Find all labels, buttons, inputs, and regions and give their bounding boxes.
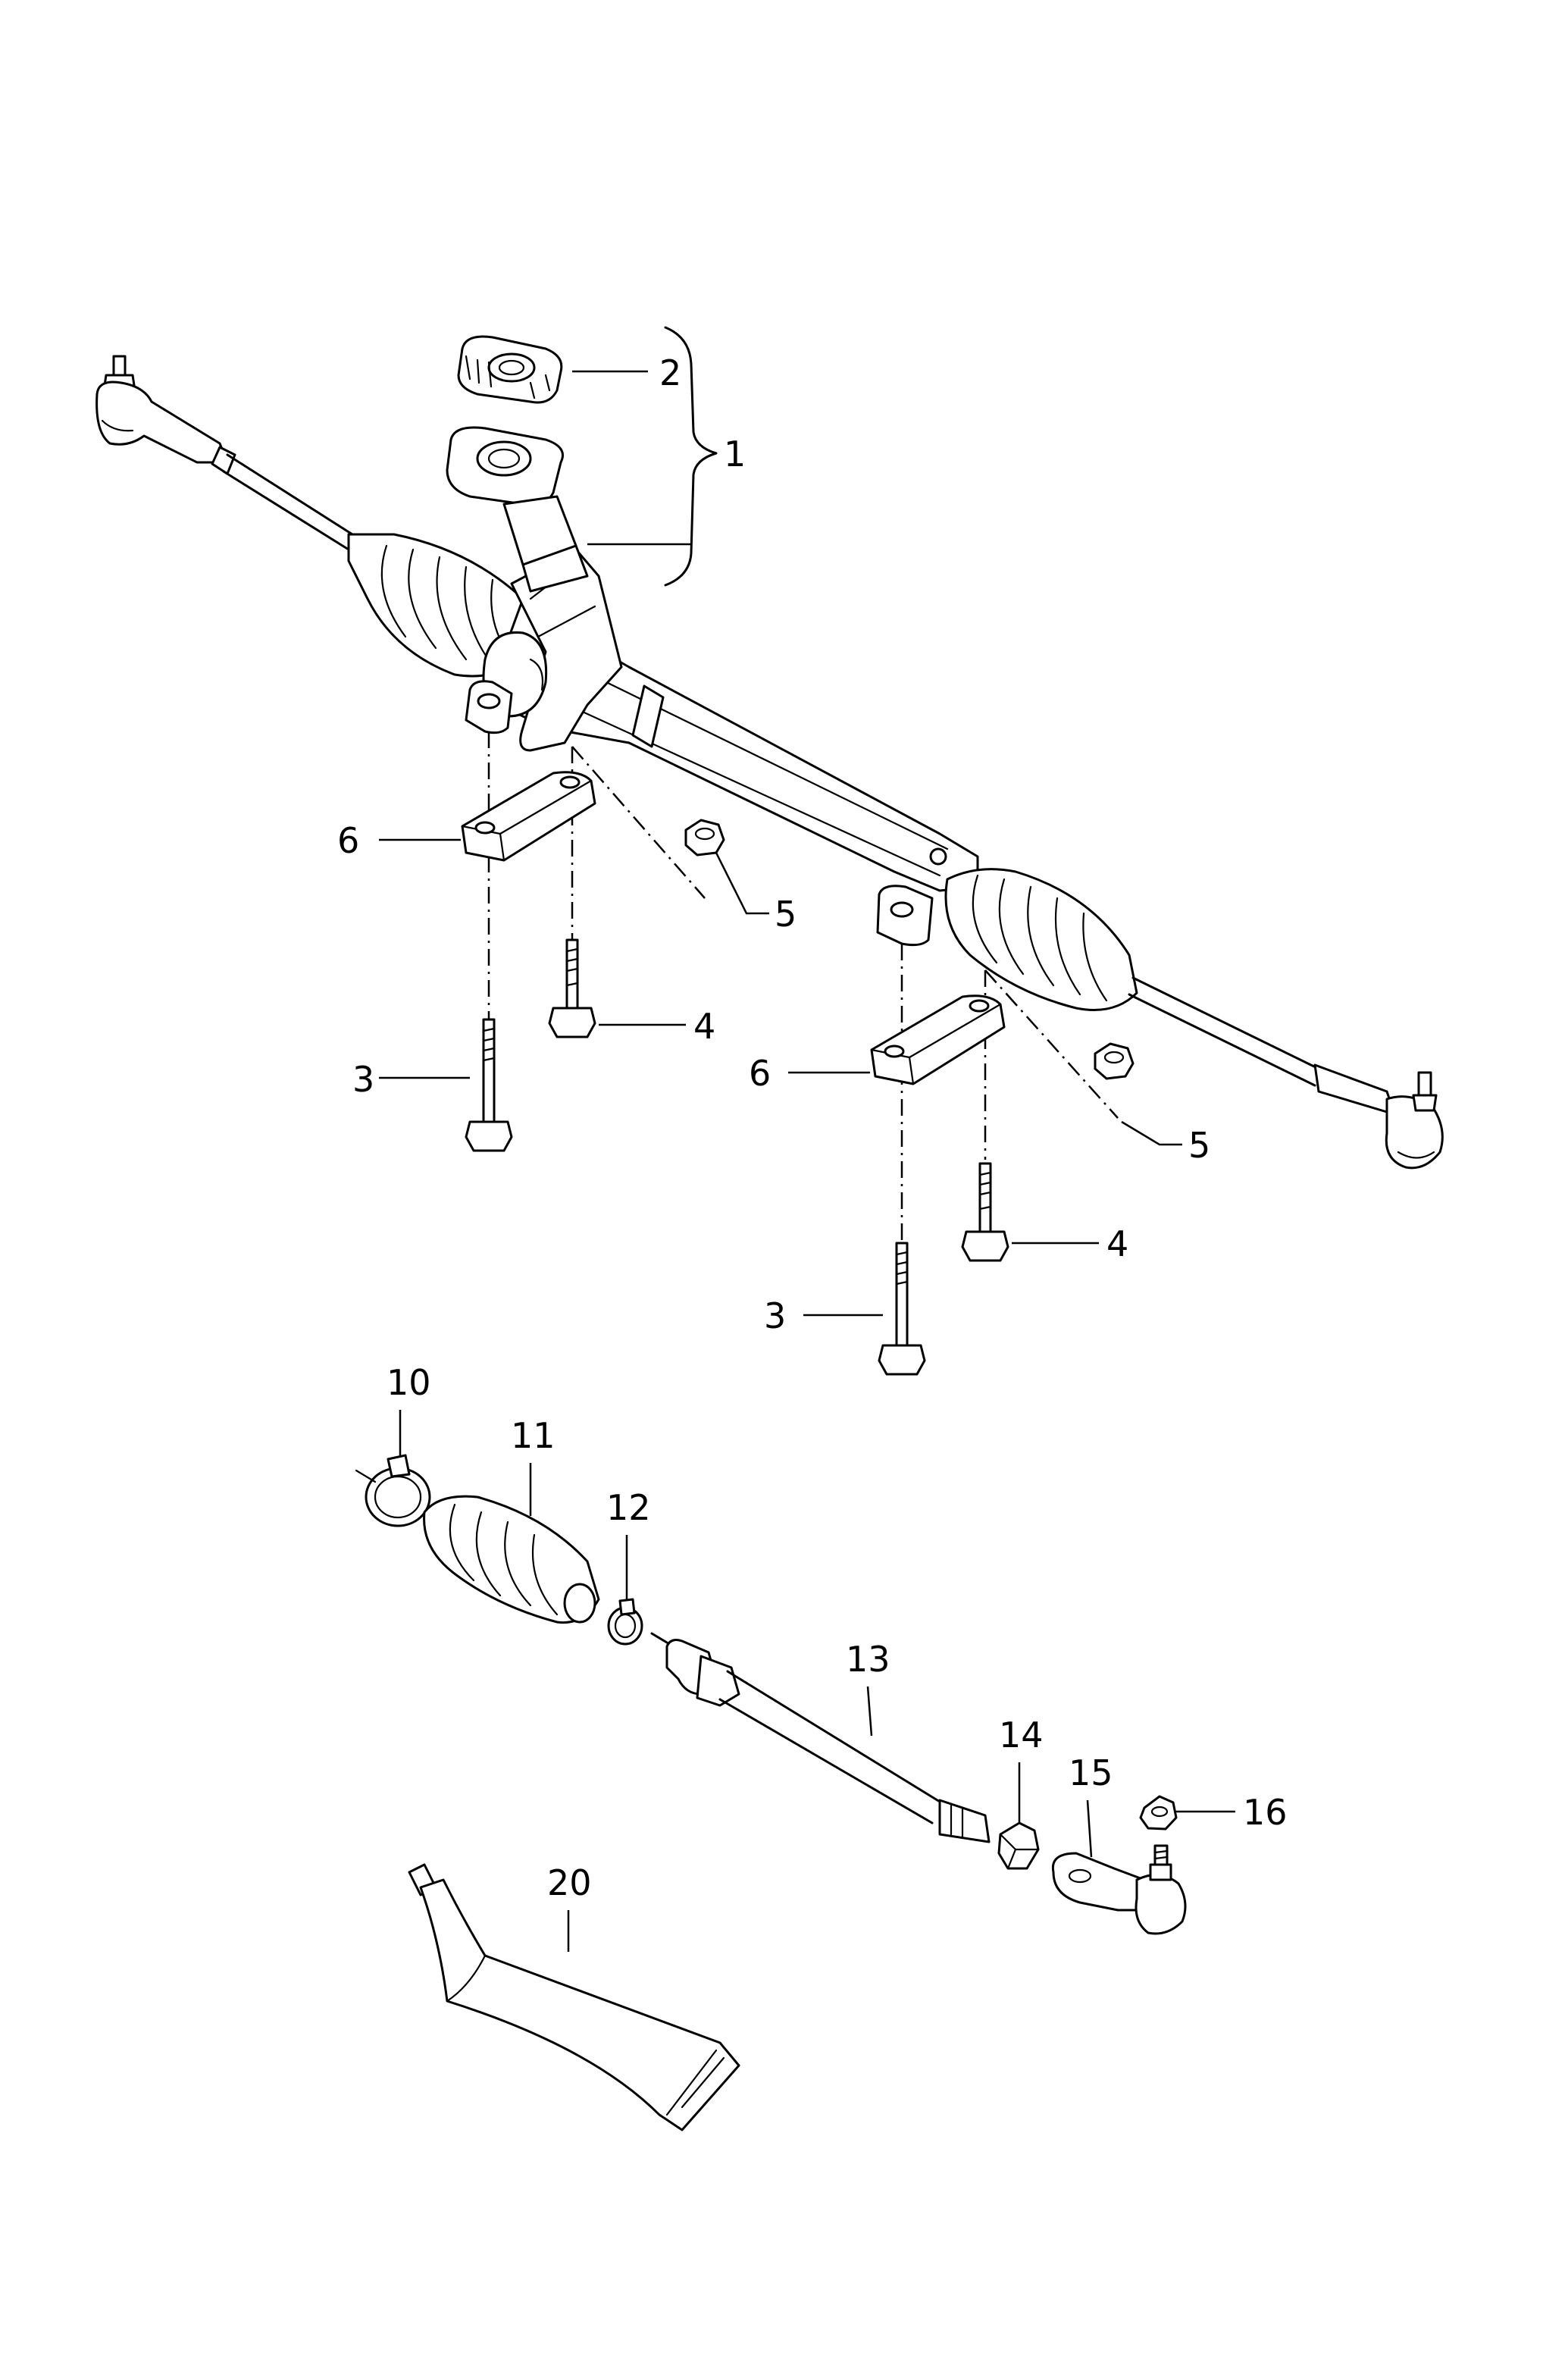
callout-20: 20 (547, 1862, 592, 1903)
left-tie-rod (211, 446, 354, 551)
callout-1: 1 (724, 434, 746, 474)
right-tie-rod-end (1385, 1071, 1444, 1170)
bracket-left (461, 771, 596, 862)
outer-tie-rod-end (1051, 1844, 1187, 1935)
callout-12: 12 (606, 1487, 651, 1528)
right-bellows-boot (944, 868, 1138, 1011)
flange-nut-left (684, 819, 725, 857)
left-bellows-boot (347, 533, 532, 678)
callout-labels: 2 1 6 5 4 3 6 5 4 3 10 11 12 13 14 15 16… (337, 352, 1288, 1903)
dust-seal (457, 335, 563, 404)
callout-10: 10 (387, 1362, 431, 1403)
right-housing-lug (876, 885, 934, 947)
callout-11: 11 (511, 1415, 556, 1456)
callout-13: 13 (846, 1639, 890, 1680)
callout-4-left: 4 (693, 1006, 715, 1047)
bracket-right (870, 994, 1006, 1085)
inner-tie-rod (650, 1632, 991, 1843)
callout-4-right: 4 (1106, 1223, 1128, 1264)
callout-3-left: 3 (352, 1059, 374, 1100)
left-housing-lug (465, 680, 513, 734)
callout-5-left: 5 (775, 894, 797, 935)
long-bolt-right (878, 1242, 926, 1376)
right-tie-rod (1128, 976, 1396, 1116)
callout-5-right: 5 (1188, 1125, 1210, 1166)
stud-bolt-right (961, 1162, 1009, 1262)
callout-6-left: 6 (337, 820, 359, 861)
hex-nut (997, 1821, 1040, 1870)
callout-3-right: 3 (764, 1295, 786, 1336)
callout-15: 15 (1069, 1752, 1113, 1793)
stud-bolt-left (548, 938, 596, 1038)
leaders-bottom (399, 1410, 1235, 1952)
small-clip (607, 1598, 643, 1646)
long-bolt-left (465, 1018, 513, 1152)
left-tie-rod-end (95, 355, 229, 464)
small-nut (1139, 1795, 1178, 1831)
callout-6-right: 6 (749, 1053, 771, 1094)
clamp-ring (355, 1454, 431, 1527)
grease-tube (408, 1863, 740, 2131)
bellows-boot (423, 1495, 600, 1624)
callout-14: 14 (999, 1715, 1044, 1755)
group-bracket (664, 326, 718, 587)
callout-2: 2 (659, 352, 681, 393)
flange-nut-right (1094, 1042, 1135, 1080)
leaders-top (379, 370, 1182, 1317)
callout-16: 16 (1243, 1792, 1288, 1833)
upper-mount (446, 426, 589, 593)
